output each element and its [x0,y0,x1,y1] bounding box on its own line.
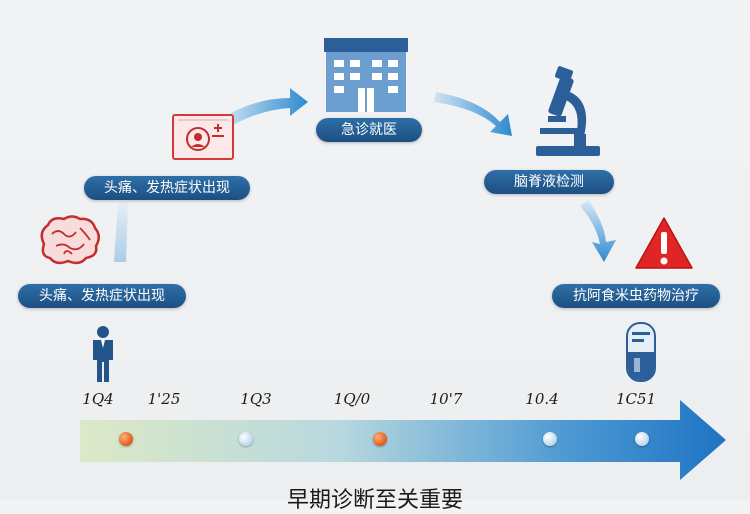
timeline-date: 1C51 [615,390,657,408]
step-emergency-label: 急诊就医 [316,118,422,142]
timeline-date: 1'25 [147,390,181,408]
step-symptom-top-label: 头痛、发热症状出现 [84,176,250,200]
timeline-arrow [80,400,726,480]
microscope-icon [536,66,600,156]
arrow-to-emergency [222,88,308,128]
flow-arrows [114,88,616,262]
hospital-icon [324,38,408,112]
arrow-to-csf-test [434,92,512,136]
timeline-date: 1Q/0 [333,390,371,408]
timeline-date: 10.4 [525,390,559,408]
brain-icon [40,215,100,265]
medicine-capsule-icon [626,322,656,382]
arrow-faint-left [114,202,128,262]
timeline-dot [543,432,557,446]
arrow-to-treatment [580,200,616,262]
document-icon [172,114,234,160]
timeline-date: 10'7 [429,390,463,408]
timeline-dot [239,432,253,446]
person-icon [93,326,113,382]
timeline-dot [119,432,133,446]
timeline-date: 1Q3 [240,390,272,408]
timeline-dot [373,432,387,446]
diagram-caption: 早期诊断至关重要 [286,488,463,513]
timeline-dot [635,432,649,446]
step-csf-test-label: 脑脊液检测 [484,170,614,194]
step-treatment-label: 抗阿食米虫药物治疗 [552,284,720,308]
step-symptom-left-label: 头痛、发热症状出现 [18,284,186,308]
warning-icon [635,217,693,269]
timeline-date: 1Q4 [82,390,114,408]
